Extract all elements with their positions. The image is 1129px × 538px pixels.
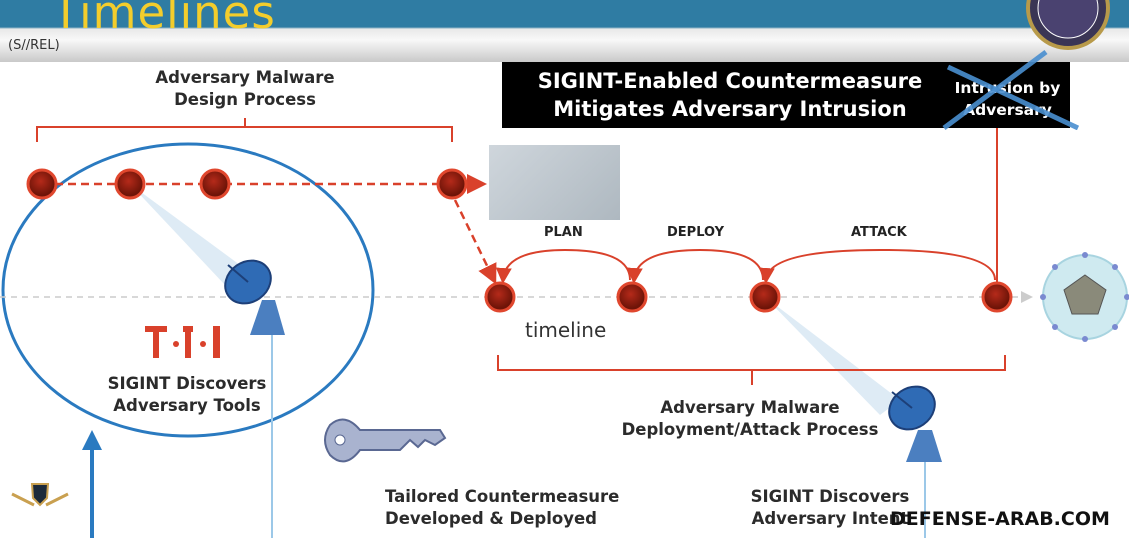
tailored-countermeasure-label: Tailored Countermeasure Developed & Depl… xyxy=(385,486,619,530)
design-to-timeline-arrow xyxy=(453,199,497,285)
world-map-image xyxy=(489,145,620,220)
satellite-dish-icon xyxy=(888,385,942,462)
dish-beam xyxy=(765,297,900,415)
countermeasure-text: SIGINT-Enabled Countermeasure Mitigates … xyxy=(510,67,950,123)
event-dot xyxy=(436,168,468,200)
key-icon xyxy=(324,418,447,463)
deployment-line1: Adversary Malware xyxy=(660,398,840,417)
event-dot xyxy=(981,281,1013,313)
satellite-dish-icon xyxy=(224,259,285,335)
stage-plan: PLAN xyxy=(544,225,583,240)
watermark: DEFENSE-ARAB.COM xyxy=(890,508,1110,530)
event-dot xyxy=(616,281,648,313)
cross-out-icon xyxy=(942,50,1080,130)
tools-discovery-ellipse xyxy=(1,142,375,438)
countermeasure-line1: SIGINT-Enabled Countermeasure xyxy=(537,69,923,93)
intent-line1: SIGINT Discovers xyxy=(750,487,910,506)
stage-deploy: DEPLOY xyxy=(667,225,725,240)
design-process-line1: Adversary Malware xyxy=(155,68,335,87)
plan-arrow xyxy=(495,248,631,284)
event-dot xyxy=(484,281,516,313)
deployment-bracket xyxy=(497,355,1006,385)
design-bracket xyxy=(36,118,453,142)
tools-discovery-label: SIGINT Discovers Adversary Tools xyxy=(77,373,297,417)
deployment-line2: Deployment/Attack Process xyxy=(621,420,879,439)
header-banner xyxy=(0,0,1129,62)
tailored-line2: Developed & Deployed xyxy=(385,509,597,528)
deploy-arrow xyxy=(626,248,764,284)
page-title: Timelines xyxy=(52,0,276,39)
stage-attack: ATTACK xyxy=(851,225,907,240)
design-process-label: Adversary Malware Design Process xyxy=(120,67,370,111)
intent-line2: Adversary Intent xyxy=(751,509,909,528)
tools-discovery-line2: Adversary Tools xyxy=(113,396,261,415)
dish-beam xyxy=(130,184,240,285)
event-dot xyxy=(114,168,146,200)
deployment-process-label: Adversary Malware Deployment/Attack Proc… xyxy=(600,397,900,441)
countermeasure-line2: Mitigates Adversary Intrusion xyxy=(553,97,907,121)
event-dot xyxy=(26,168,58,200)
tools-discovery-line1: SIGINT Discovers xyxy=(107,374,267,393)
event-dots xyxy=(26,168,1013,313)
sigdev-seal xyxy=(1026,0,1110,50)
intent-discovery-label: SIGINT Discovers Adversary Intent xyxy=(720,486,940,530)
event-dot xyxy=(749,281,781,313)
attack-arrow xyxy=(758,248,996,284)
classification-label: (S//REL) xyxy=(8,38,60,53)
tools-icon xyxy=(145,326,220,358)
design-process-line2: Design Process xyxy=(174,90,316,109)
pentagon-target-icon xyxy=(1040,252,1129,342)
arab-defense-forum-logo xyxy=(11,483,69,507)
event-dot xyxy=(199,168,231,200)
timeline-label: timeline xyxy=(525,318,607,342)
countermeasure-box xyxy=(502,62,1070,128)
tailored-line1: Tailored Countermeasure xyxy=(385,487,620,506)
